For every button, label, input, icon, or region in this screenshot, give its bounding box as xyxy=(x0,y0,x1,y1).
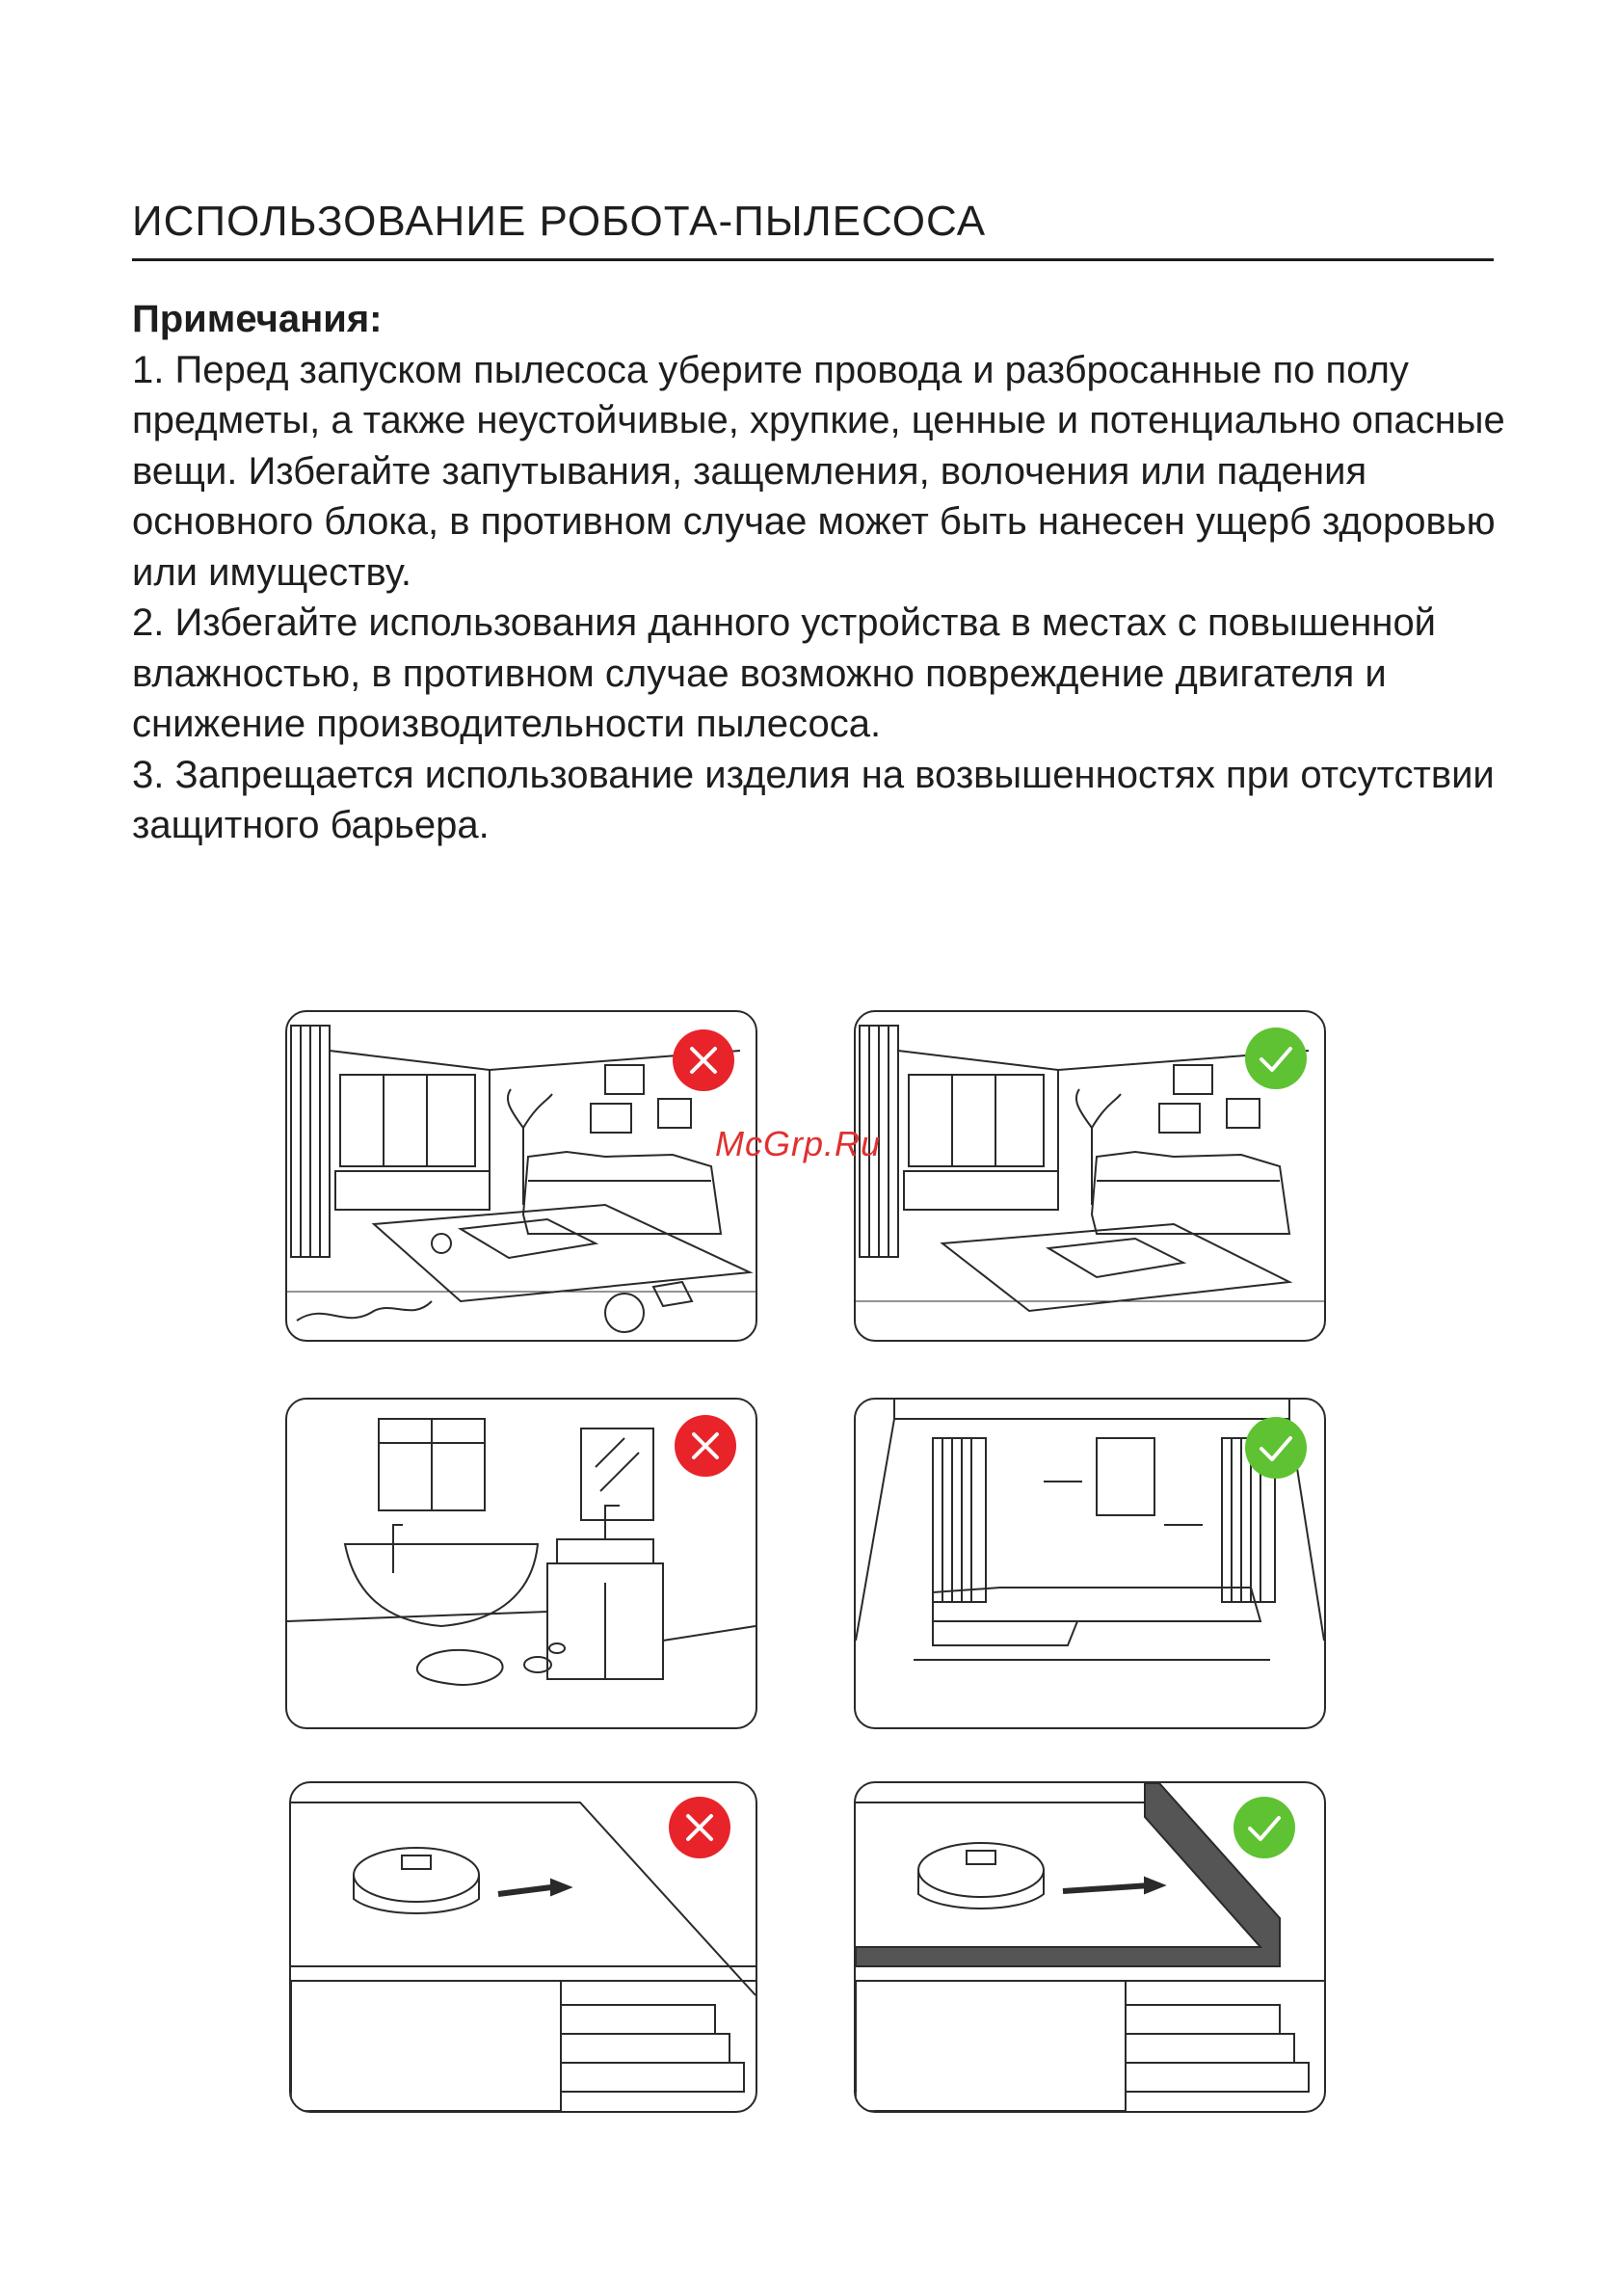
illustration-elevated-floor-no-barrier xyxy=(289,1781,757,2113)
illustration-bathroom-wet-floor xyxy=(285,1398,757,1729)
incorrect-badge xyxy=(675,1415,736,1477)
check-icon xyxy=(1248,1816,1281,1841)
note-item-1: 1. Перед запуском пылесоса уберите прово… xyxy=(132,348,1505,594)
notes-heading: Примечания: xyxy=(132,298,383,340)
cross-icon xyxy=(690,1047,717,1074)
page-title: ИСПОЛЬЗОВАНИЕ РОБОТА-ПЫЛЕСОСА xyxy=(132,198,987,245)
correct-badge xyxy=(1245,1028,1307,1089)
correct-badge xyxy=(1233,1797,1295,1858)
note-item-3: 3. Запрещается использование изделия на … xyxy=(132,753,1495,847)
incorrect-badge xyxy=(673,1029,734,1091)
check-icon xyxy=(1260,1047,1292,1072)
title-divider xyxy=(132,258,1494,261)
incorrect-badge xyxy=(669,1797,730,1858)
cross-icon xyxy=(692,1432,719,1459)
illustration-elevated-floor-with-barrier xyxy=(854,1781,1326,2113)
check-icon xyxy=(1260,1436,1292,1461)
note-item-2: 2. Избегайте использования данного устро… xyxy=(132,601,1437,745)
illustration-living-room-dry xyxy=(854,1398,1326,1729)
correct-badge xyxy=(1245,1417,1307,1479)
notes-section: Примечания: 1. Перед запуском пылесоса у… xyxy=(132,294,1520,851)
cross-icon xyxy=(686,1814,713,1841)
illustration-living-room-cluttered xyxy=(285,1010,757,1342)
watermark: McGrp.Ru xyxy=(715,1124,882,1163)
illustration-living-room-tidy xyxy=(854,1010,1326,1342)
